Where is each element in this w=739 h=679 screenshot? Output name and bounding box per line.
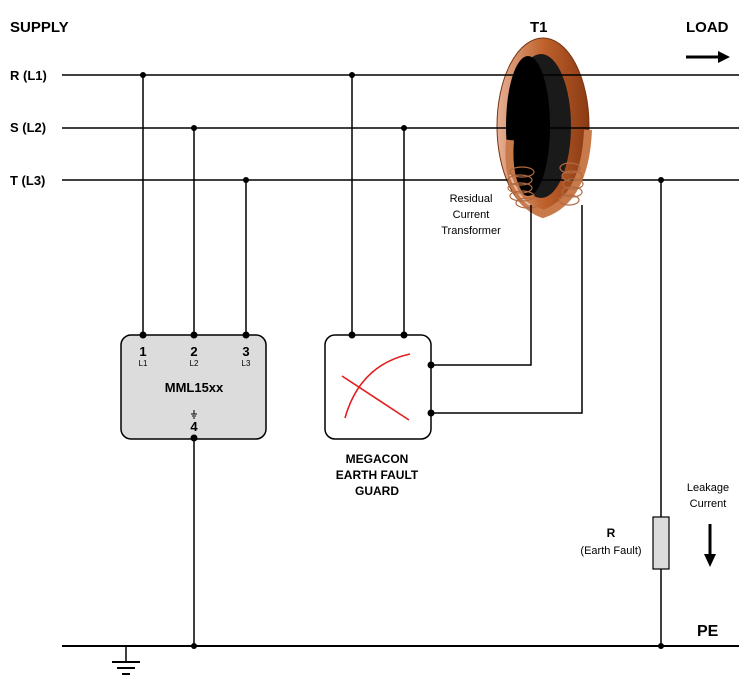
- earth-terminal-icon: [191, 410, 197, 419]
- leakage-line1: Leakage: [687, 482, 729, 494]
- terminal-1-sub: L1: [139, 359, 148, 368]
- junction: [401, 125, 407, 131]
- mml15xx-device: 1 L1 2 L2 3 L3 MML15xx 4: [120, 331, 267, 442]
- pe-label: PE: [697, 623, 719, 640]
- terminal-3: 3: [242, 344, 249, 359]
- resistor-label: R: [607, 526, 616, 540]
- ct-wire-1: [431, 205, 532, 366]
- megacon-line1: MEGACON: [346, 452, 409, 466]
- terminal-2: 2: [190, 344, 197, 359]
- load-arrow-icon: [686, 51, 730, 63]
- megacon-label: MEGACON EARTH FAULT GUARD: [336, 452, 419, 498]
- junction: [243, 177, 249, 183]
- toroidal-core: [496, 37, 590, 215]
- terminal-1: 1: [139, 344, 146, 359]
- terminal-2-sub: L2: [190, 359, 199, 368]
- ct-wire-2: [431, 205, 583, 414]
- megacon-line2: EARTH FAULT: [336, 468, 419, 482]
- t1-label: T1: [530, 19, 548, 36]
- load-label: LOAD: [686, 19, 729, 36]
- leakage-arrow-icon: [704, 524, 716, 567]
- toroidal-core-front: [505, 129, 592, 219]
- earth-fault-resistor: [652, 516, 670, 570]
- megacon-line3: GUARD: [355, 484, 399, 498]
- megacon-device: [324, 331, 435, 440]
- junction: [191, 643, 197, 649]
- line-r-label: R (L1): [10, 68, 47, 83]
- winding-coils: [507, 162, 584, 209]
- gauge-icon: [341, 353, 411, 421]
- supply-label: SUPPLY: [10, 19, 69, 36]
- ground-icon: [112, 646, 140, 675]
- rct-line1: Residual: [450, 193, 493, 205]
- rct-line2: Current: [453, 209, 490, 221]
- junction: [658, 177, 664, 183]
- leakage-line2: Current: [690, 498, 727, 510]
- junction: [191, 125, 197, 131]
- terminal-3-sub: L3: [242, 359, 251, 368]
- junction: [140, 72, 146, 78]
- residual-transformer-label: Residual Current Transformer: [441, 193, 501, 237]
- resistor-sublabel: (Earth Fault): [580, 545, 641, 557]
- rct-line3: Transformer: [441, 225, 501, 237]
- line-t-label: T (L3): [10, 173, 45, 188]
- junction: [349, 72, 355, 78]
- line-s-label: S (L2): [10, 120, 46, 135]
- mml-device-name: MML15xx: [165, 380, 224, 395]
- terminal-4: 4: [190, 419, 198, 434]
